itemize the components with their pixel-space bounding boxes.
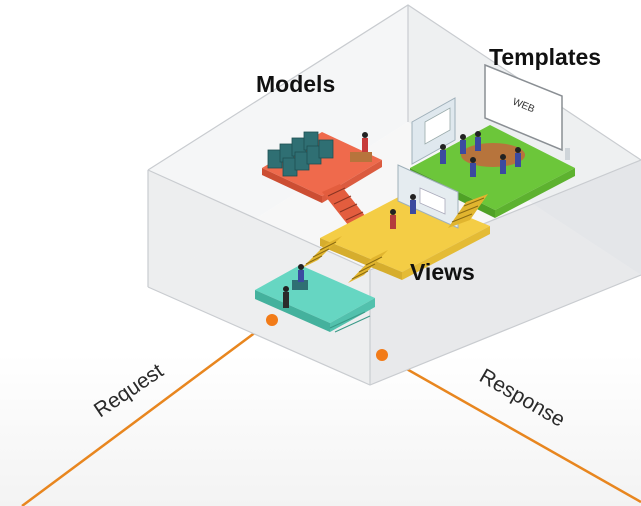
front-wall-right [370,160,641,385]
request-label: Request [90,359,168,422]
flow-lines [21,318,641,506]
escalator-views-templates [448,194,488,228]
response-dot [376,349,388,361]
models-label: Models [256,71,335,97]
front-wall-left [148,170,370,385]
request-dot [266,314,278,326]
templates-label: Templates [489,44,601,70]
entry-floor [255,264,375,333]
request-line [21,318,273,506]
response-label: Response [476,364,569,431]
response-line [381,353,641,504]
web-screen [484,63,563,152]
escalators-entry-views [302,236,388,283]
views-label: Views [410,259,475,285]
views-floor [320,164,490,280]
